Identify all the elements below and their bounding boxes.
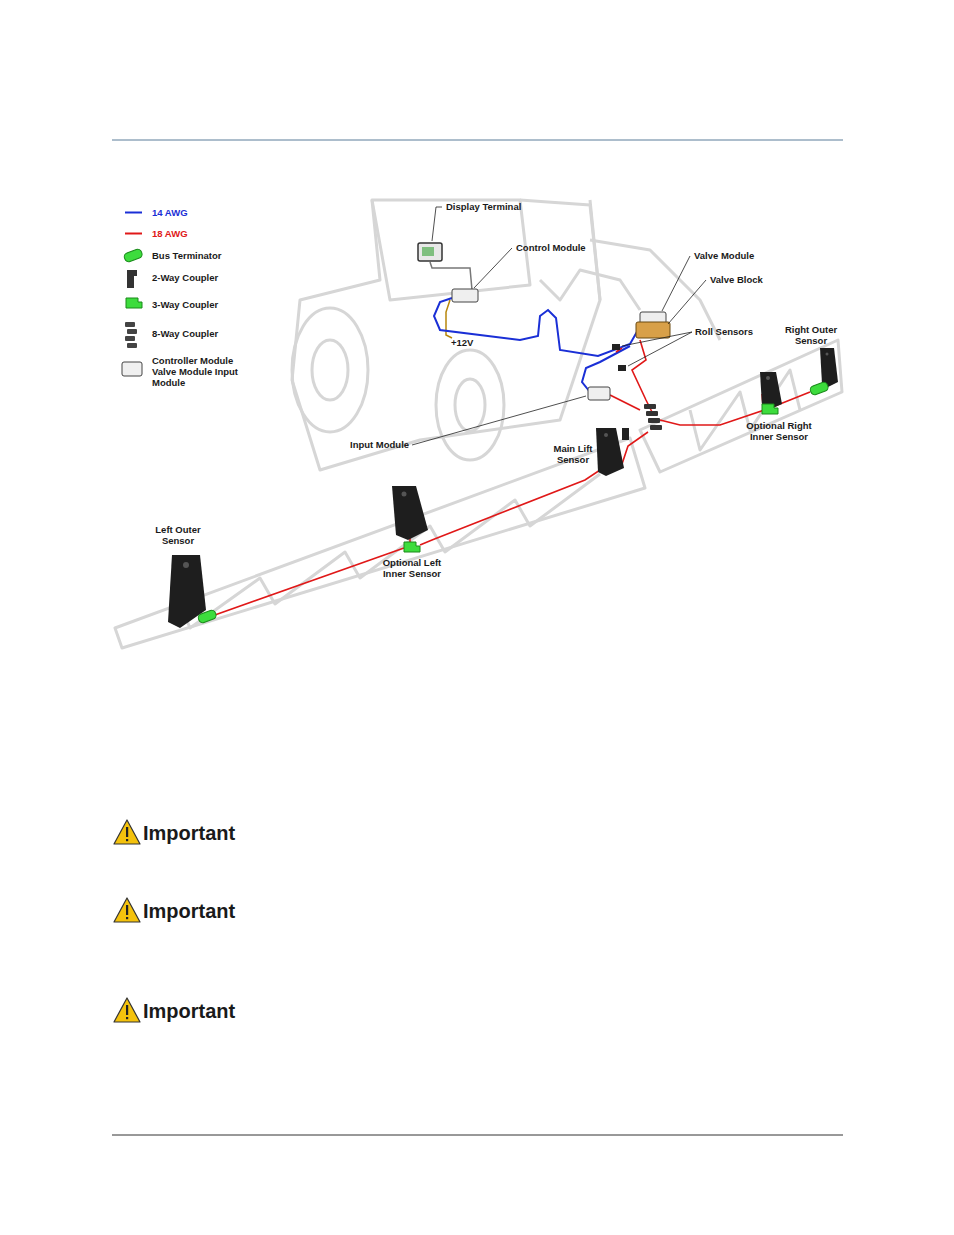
callout-label: Display Terminal (446, 201, 521, 212)
eight-way-coupler (644, 404, 662, 430)
callout-label: Control Module (516, 242, 586, 253)
legend-three-way-coupler (126, 298, 142, 308)
roll-sensor (612, 344, 620, 350)
legend-two-way-coupler (127, 270, 137, 288)
callout-label: Optional Right Inner Sensor (737, 420, 821, 442)
legend-swatch (125, 233, 142, 235)
control-module (452, 289, 478, 302)
legend-text: Controller Module Valve Module Input Mod… (152, 355, 252, 388)
legend-text: 18 AWG (152, 228, 188, 239)
red-wires (212, 340, 810, 616)
sensor-highlight (183, 353, 829, 569)
warning-icons (114, 820, 140, 1022)
display-cable (430, 262, 472, 290)
legend-text: 3-Way Coupler (152, 299, 218, 310)
callout-label: Input Module (350, 439, 409, 450)
sprayer-outline (115, 200, 842, 648)
header-rule (112, 140, 843, 141)
valve-block (636, 322, 670, 338)
callout-label: Optional Left Inner Sensor (372, 557, 452, 579)
blue-wires (434, 298, 638, 392)
display-screen (422, 247, 434, 256)
notice-heading: Important (143, 900, 235, 922)
sensors (168, 348, 838, 628)
legend-module (122, 362, 142, 376)
display-terminal (418, 243, 442, 261)
two-way-coupler (622, 428, 629, 440)
legend-text: 8-Way Coupler (152, 328, 218, 339)
three-way-coupler (404, 542, 420, 552)
callout-label: Valve Module (694, 250, 754, 261)
callout-label: Right Outer Sensor (778, 324, 844, 346)
footer-rule (112, 1135, 843, 1136)
legend-text: 2-Way Coupler (152, 272, 218, 283)
legend-text: 14 AWG (152, 207, 188, 218)
roll-sensor (618, 365, 626, 371)
callout-label: +12V (451, 337, 473, 348)
legend-bus-terminator (123, 248, 143, 263)
legend-text: Bus Terminator (152, 250, 222, 261)
legend-eight-way-coupler (125, 322, 137, 348)
bus-terminator (197, 609, 217, 624)
legend-swatch (125, 212, 142, 214)
three-way-coupler (762, 404, 778, 414)
callout-label: Left Outer Sensor (147, 524, 209, 546)
callout-label: Valve Block (710, 274, 763, 285)
notice-heading: Important (143, 822, 235, 844)
leader-lines (412, 207, 706, 445)
input-module (588, 387, 610, 400)
callout-label: Roll Sensors (695, 326, 753, 337)
bus-terminator (809, 381, 829, 396)
callout-label: Main Lift Sensor (545, 443, 601, 465)
notice-heading: Important (143, 1000, 235, 1022)
